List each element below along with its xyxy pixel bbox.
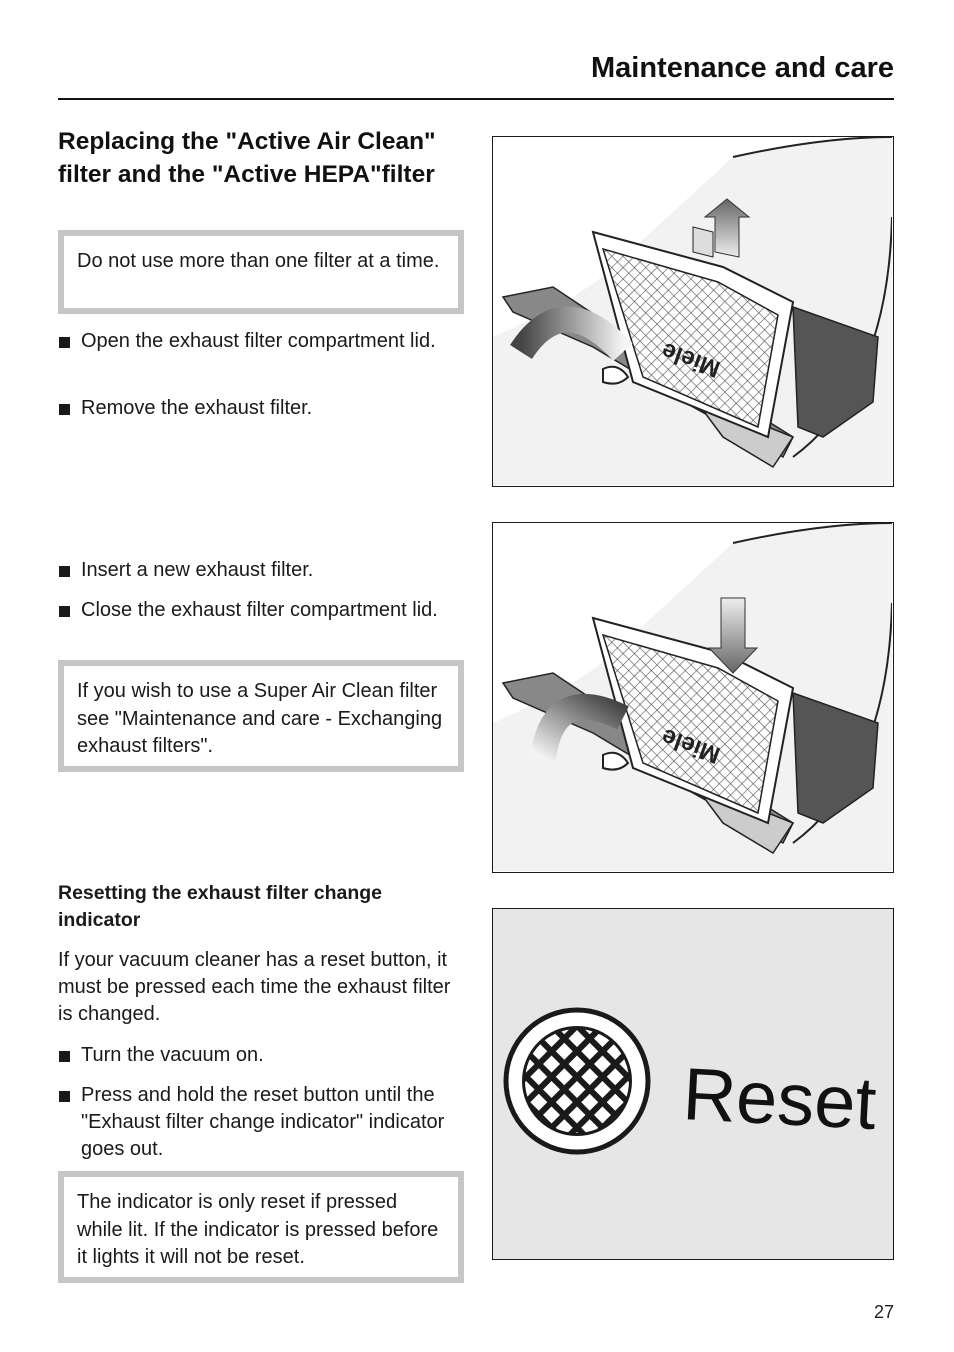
step-close-lid: Close the exhaust filter compartment lid… bbox=[58, 597, 464, 624]
note-box-one-filter: Do not use more than one filter at a tim… bbox=[58, 230, 464, 314]
page-header-title: Maintenance and care bbox=[591, 52, 894, 84]
filter-removal-illustration: Miele bbox=[493, 137, 892, 485]
header-divider bbox=[58, 98, 894, 100]
figure-reset-button: Reset bbox=[492, 908, 894, 1260]
section-title: Replacing the "Active Air Clean" filter … bbox=[58, 128, 436, 188]
note-text: Do not use more than one filter at a tim… bbox=[77, 250, 440, 272]
step-press-reset: Press and hold the reset button until th… bbox=[58, 1082, 464, 1163]
note-text: If you wish to use a Super Air Clean fil… bbox=[77, 680, 443, 757]
reset-intro: If your vacuum cleaner has a reset butto… bbox=[58, 949, 451, 1025]
step-open-lid: Open the exhaust filter compartment lid. bbox=[58, 328, 464, 355]
reset-label: Reset bbox=[680, 1052, 879, 1146]
filter-indicator-icon bbox=[503, 1007, 651, 1155]
note-text: The indicator is only reset if pressed w… bbox=[77, 1191, 439, 1268]
step-insert-filter: Insert a new exhaust filter. bbox=[58, 557, 464, 584]
note-box-super-air-clean: If you wish to use a Super Air Clean fil… bbox=[58, 660, 464, 772]
note-box-reset-indicator: The indicator is only reset if pressed w… bbox=[58, 1171, 464, 1283]
figure-remove-filter: Miele bbox=[492, 136, 894, 487]
reset-button bbox=[502, 1006, 652, 1156]
step-turn-on: Turn the vacuum on. bbox=[58, 1042, 464, 1069]
step-remove-filter: Remove the exhaust filter. bbox=[58, 395, 464, 422]
page-number: 27 bbox=[873, 1302, 894, 1322]
reset-heading: Resetting the exhaust filter change indi… bbox=[58, 882, 382, 931]
figure-insert-filter: Miele bbox=[492, 522, 894, 873]
filter-insertion-illustration: Miele bbox=[493, 523, 892, 871]
